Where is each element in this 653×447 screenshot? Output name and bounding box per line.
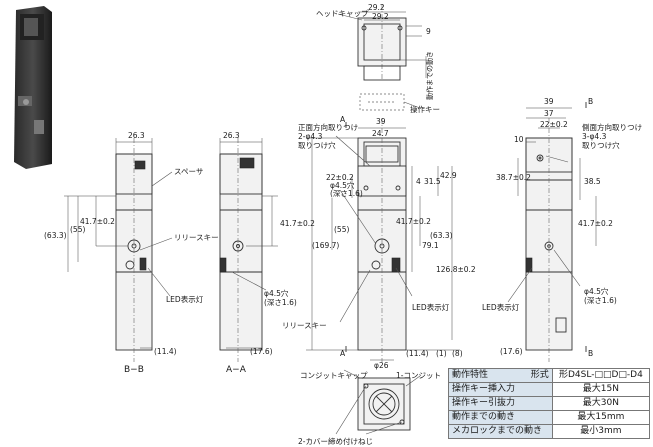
dim-11-4-bb: (11.4) bbox=[154, 347, 177, 356]
spec-row: 操作キー引抜力 最大30N bbox=[448, 396, 651, 411]
dim-63-3-front: (63.3) bbox=[430, 231, 453, 240]
dim-10: 10 bbox=[514, 135, 524, 144]
label-section-bb: B−B bbox=[124, 365, 144, 375]
view-bb bbox=[64, 138, 153, 362]
dim-11-4-front: (11.4) bbox=[406, 349, 429, 358]
dim-22-front: 22±0.2 bbox=[326, 173, 354, 182]
dim-1: (1) bbox=[436, 349, 447, 358]
dim-22-side: 22±0.2 bbox=[540, 120, 568, 129]
dim-169-7: (169.7) bbox=[312, 241, 339, 250]
label-hole-front: φ4.5穴 bbox=[330, 180, 355, 190]
label-hole-depth-front: (深さ1.6) bbox=[330, 189, 363, 198]
label-front-mount-3: 取りつけ穴 bbox=[298, 140, 336, 150]
label-conduit: 1-コンジット bbox=[396, 371, 441, 380]
label-operating-key: 操作キー bbox=[410, 104, 440, 114]
dim-41-7-side: 41.7±0.2 bbox=[578, 219, 613, 228]
spec-row-label: 動作までの動き bbox=[448, 410, 553, 425]
label-motion-note: 動作までの動き bbox=[425, 51, 434, 100]
spec-row: 動作までの動き 最大15mm bbox=[448, 410, 651, 425]
label-front-mount-1: 正面方向取りつけ bbox=[298, 122, 358, 132]
dim-55-bb: (55) bbox=[70, 225, 85, 234]
label-conduit-cap: コンジットキャップ bbox=[300, 371, 368, 380]
dim-55-front: (55) bbox=[334, 225, 349, 234]
dim-126-8: 126.8±0.2 bbox=[436, 265, 476, 274]
label-led-side: LED表示灯 bbox=[482, 302, 520, 312]
view-bottom bbox=[335, 377, 411, 435]
spec-header-key-label: 動作特性 bbox=[452, 370, 489, 380]
view-front bbox=[306, 118, 460, 362]
spec-row-label: 操作キー挿入力 bbox=[448, 382, 553, 397]
spec-row-value: 最大30N bbox=[551, 396, 651, 411]
label-section-aa: A−A bbox=[226, 365, 247, 375]
view-aa bbox=[219, 138, 278, 362]
dim-8: (8) bbox=[452, 349, 463, 358]
dim-39-front: 39 bbox=[376, 117, 386, 126]
view-side bbox=[517, 102, 597, 362]
label-release-key-bb: リリースキー bbox=[174, 233, 219, 242]
spec-row-label: 操作キー引抜力 bbox=[448, 396, 553, 411]
view-top bbox=[357, 4, 427, 111]
dim-41-7-front: 41.7±0.2 bbox=[396, 217, 431, 226]
dim-4: 4 bbox=[416, 177, 421, 186]
leader-lines bbox=[139, 13, 581, 387]
mark-a-bottom: A bbox=[340, 349, 346, 358]
label-head-cap: ヘッドキャップ bbox=[316, 9, 369, 18]
drawing-labels: ヘッドキャップ 動作までの動き 操作キー 29.2 29.2 9 26.3 26… bbox=[44, 3, 642, 446]
dim-63-3-bb: (63.3) bbox=[44, 231, 67, 240]
dim-24-7: 24.7 bbox=[372, 129, 389, 138]
label-side-mount-1: 側面方向取りつけ bbox=[582, 122, 642, 132]
dim-37: 37 bbox=[544, 109, 554, 118]
dim-9: 9 bbox=[426, 27, 431, 36]
label-hole-side: φ4.5穴 bbox=[584, 286, 609, 296]
mark-a-top: A bbox=[340, 115, 346, 124]
label-hole-depth-aa: (深さ1.6) bbox=[264, 298, 297, 307]
dim-29-2-a: 29.2 bbox=[368, 3, 385, 12]
spec-header-key: 動作特性 形式 bbox=[448, 368, 553, 383]
spec-row: 操作キー挿入力 最大15N bbox=[448, 382, 651, 397]
label-side-mount-3: 取りつけ穴 bbox=[582, 140, 620, 150]
label-hole-aa: φ4.5穴 bbox=[264, 288, 289, 298]
dim-41-7-bb: 41.7±0.2 bbox=[80, 217, 115, 226]
spec-header-row: 動作特性 形式 形D4SL-□□D□-D4 bbox=[448, 368, 651, 383]
spec-model: 形D4SL-□□D□-D4 bbox=[551, 368, 651, 383]
label-spacer: スペーサ bbox=[174, 167, 203, 176]
spec-row-value: 最大15mm bbox=[551, 410, 651, 425]
label-led-bb: LED表示灯 bbox=[166, 294, 204, 304]
product-photo bbox=[6, 4, 58, 170]
mark-b-top: B bbox=[588, 97, 593, 106]
dim-26-dia: φ26 bbox=[374, 361, 389, 370]
dim-38-7: 38.7±0.2 bbox=[496, 173, 531, 182]
label-front-mount-2: 2-φ4.3 bbox=[298, 132, 323, 141]
dim-26-3-bb: 26.3 bbox=[128, 131, 145, 140]
label-release-key-front: リリースキー bbox=[282, 321, 327, 330]
label-led-front: LED表示灯 bbox=[412, 302, 450, 312]
dim-79-1: 79.1 bbox=[422, 241, 439, 250]
spec-row-label: メカロックまでの動き bbox=[448, 424, 553, 439]
label-hole-depth-side: (深さ1.6) bbox=[584, 296, 617, 305]
spec-table: 動作特性 形式 形D4SL-□□D□-D4 操作キー挿入力 最大15N 操作キー… bbox=[448, 368, 651, 439]
label-cover-screw: 2-カバー締め付けねじ bbox=[298, 436, 373, 446]
label-side-mount-2: 3-φ4.3 bbox=[582, 132, 607, 141]
dim-17-6-side: (17.6) bbox=[500, 347, 523, 356]
spec-row-value: 最小3mm bbox=[551, 424, 651, 439]
dim-29-2-b: 29.2 bbox=[372, 12, 389, 21]
spec-row-value: 最大15N bbox=[551, 382, 651, 397]
dim-38-5: 38.5 bbox=[584, 177, 601, 186]
dim-26-3-aa: 26.3 bbox=[223, 131, 240, 140]
dim-41-7-aa: 41.7±0.2 bbox=[280, 219, 315, 228]
dim-42-9: 42.9 bbox=[440, 171, 457, 180]
dim-31-5: 31.5 bbox=[424, 177, 441, 186]
mark-b-bottom: B bbox=[588, 349, 593, 358]
dim-17-6-aa: (17.6) bbox=[250, 347, 273, 356]
spec-header-col: 形式 bbox=[530, 370, 549, 380]
spec-row: メカロックまでの動き 最小3mm bbox=[448, 424, 651, 439]
dim-39-side: 39 bbox=[544, 97, 554, 106]
